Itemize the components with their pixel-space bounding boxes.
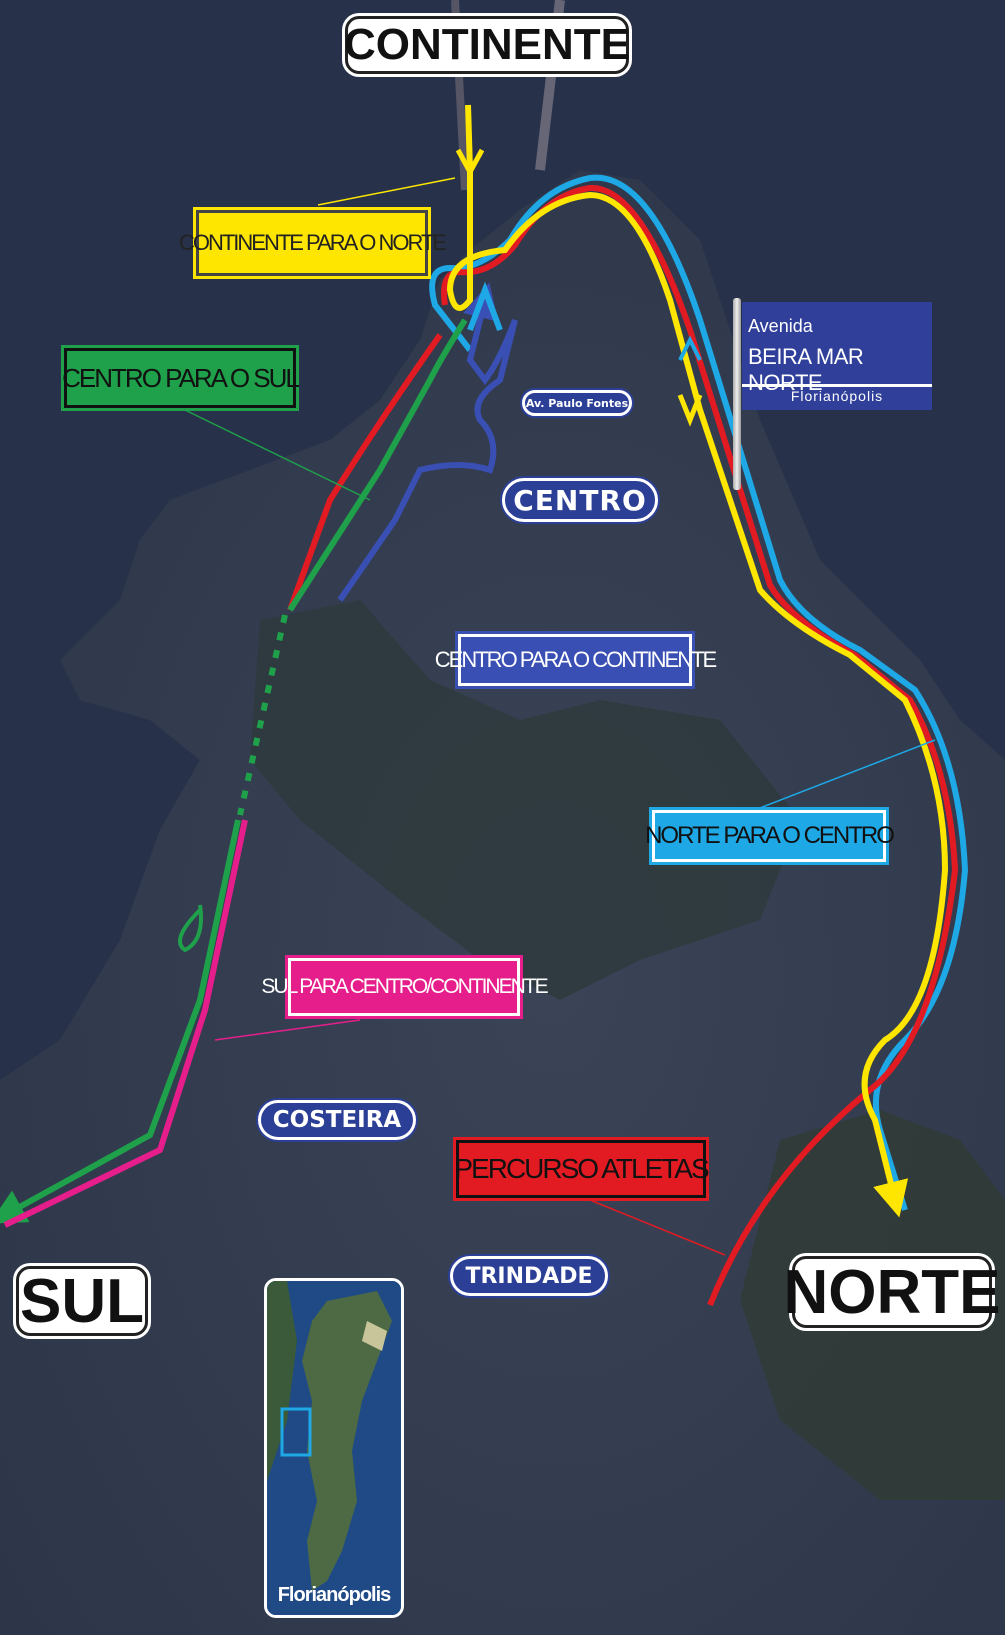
inset-caption: Florianópolis: [277, 1584, 392, 1606]
pointer-continente-norte: [317, 177, 456, 206]
sign-line-beira-mar: BEIRA MAR NORTE: [748, 344, 864, 395]
route-sul-centro: [3, 819, 248, 1228]
sign-divider: [742, 384, 932, 387]
label-centro: CENTRO: [502, 478, 658, 522]
label-costeira: COSTEIRA: [258, 1100, 416, 1140]
route-continente-norte: [446, 104, 949, 1218]
sign-line-avenida: Avenida: [748, 316, 813, 336]
route-centro-continente: [337, 282, 518, 602]
sign-pole: [733, 298, 741, 490]
region-continente: CONTINENTE: [344, 16, 630, 74]
pointer-centro-sul: [184, 409, 371, 501]
pointer-norte-centro: [759, 739, 936, 809]
label-trindade: TRINDADE: [450, 1256, 608, 1296]
blue-up-arrow: [467, 281, 503, 332]
yellow-arrow-head-top: [455, 148, 485, 178]
legend-centro-sul: CENTRO PARA O SUL: [62, 348, 300, 408]
pointer-atletas: [589, 1199, 726, 1256]
route-centro-sul: [287, 318, 468, 612]
legend-atletas: PERCURSO ATLETAS: [454, 1140, 710, 1198]
inset-map: Florianópolis: [264, 1278, 404, 1618]
legend-sul-centro: SUL PARA CENTRO/CONTINENTE: [261, 958, 549, 1016]
forest-area: [250, 600, 800, 1000]
sign-line-florianopolis: Florianópolis: [790, 388, 884, 404]
pointer-sul-centro: [214, 1019, 361, 1041]
yellow-arrow-head-mid: [677, 394, 703, 427]
legend-norte-centro: NORTE PARA O CENTRO: [645, 810, 895, 862]
label-av-paulo-fontes: Av. Paulo Fontes: [522, 390, 632, 416]
green-loop: [178, 904, 203, 953]
inset-island: [267, 1281, 401, 1615]
route-atletas: [287, 184, 959, 1307]
region-norte: NORTE: [783, 1256, 1001, 1328]
route-centro-sul-south: [0, 819, 241, 1224]
street-sign-beira-mar: Avenida BEIRA MAR NORTE Florianópolis: [742, 302, 932, 410]
legend-continente-norte: CONTINENTE PARA O NORTE: [179, 210, 447, 276]
legend-centro-continente: CENTRO PARA O CONTINENTE: [435, 634, 717, 686]
blue-arrow-beira: [678, 335, 702, 361]
region-sul: SUL: [16, 1266, 148, 1336]
